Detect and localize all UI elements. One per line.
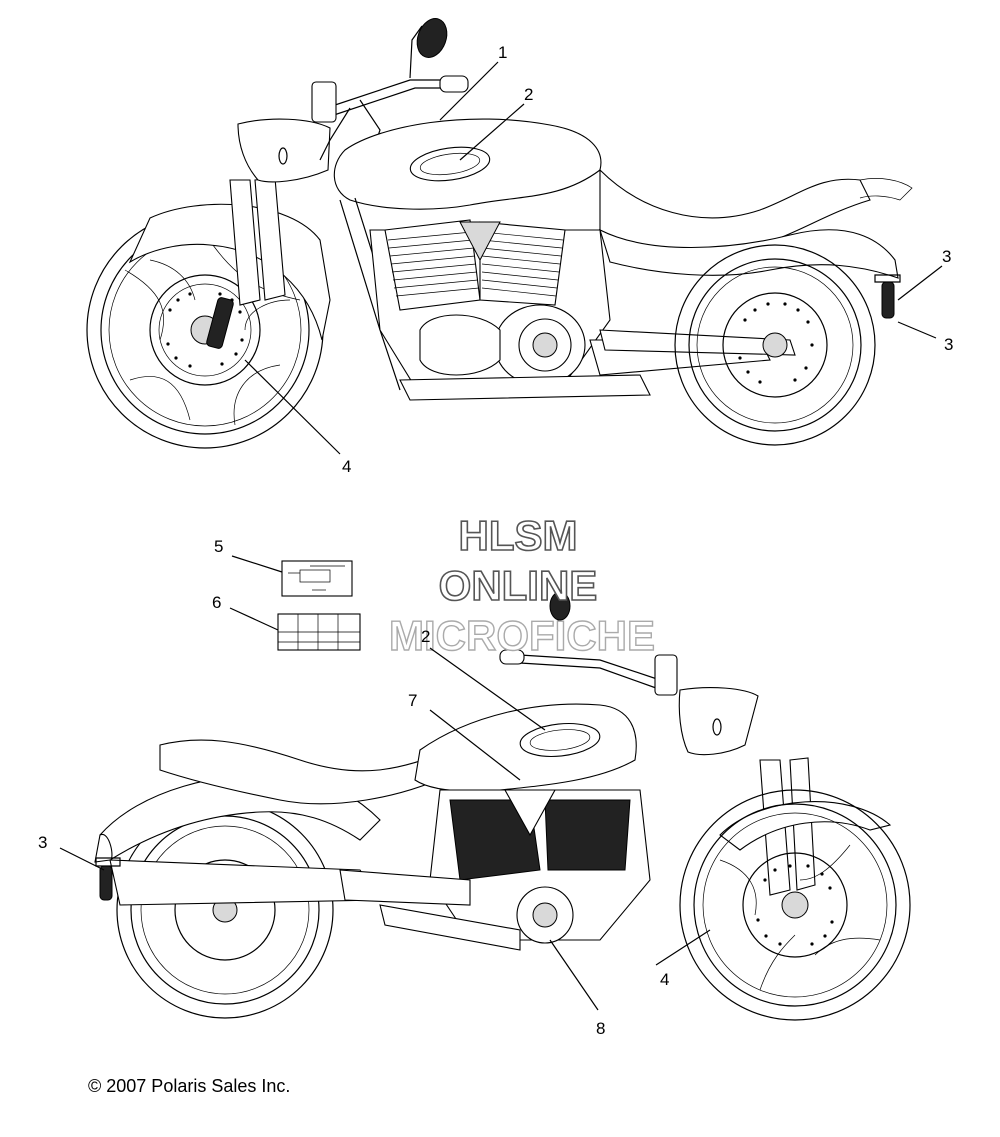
callout-6: 6 — [212, 593, 221, 612]
watermark-line-1: HLSM — [459, 512, 578, 559]
callout-4-bottom: 4 — [660, 970, 669, 989]
handlebar-top — [311, 18, 469, 161]
callout-3-top-b: 3 — [944, 335, 953, 354]
callout-4-top: 4 — [342, 457, 351, 476]
engine-bottom — [429, 789, 651, 944]
tank-decal-oval-top — [409, 146, 491, 182]
decal-6-label — [277, 613, 361, 651]
decal-5-label — [281, 560, 353, 597]
front-wheel-bottom — [679, 789, 911, 1021]
muffler-bottom — [109, 859, 382, 906]
motorcycle-top-view — [86, 18, 913, 449]
headlight-fairing-top — [237, 118, 331, 183]
callout-8: 8 — [596, 1019, 605, 1038]
watermark-line-2: ONLINE — [439, 562, 598, 609]
v-decal — [504, 789, 556, 837]
callout-3-bottom: 3 — [38, 833, 47, 852]
callouts: 1 2 3 3 4 5 6 2 7 3 4 8 — [38, 43, 953, 1038]
motorcycle-bottom-view — [94, 591, 911, 1021]
callout-3-top-a: 3 — [942, 247, 951, 266]
engine-top — [369, 219, 771, 401]
watermark-line-3: MICROFICHE — [389, 612, 655, 659]
tank-decal-oval-bottom — [519, 722, 601, 758]
callout-1: 1 — [498, 43, 507, 62]
watermark: HLSM ONLINE MICROFICHE — [388, 511, 655, 660]
rear-wheel-top — [674, 244, 876, 446]
callout-7: 7 — [408, 691, 417, 710]
callout-2-bottom: 2 — [421, 627, 430, 646]
front-fender-bottom — [719, 801, 892, 851]
leader-lines — [59, 61, 943, 1011]
handlebar-bottom — [499, 591, 678, 696]
headlight-fairing-bottom — [678, 687, 759, 756]
rear-fender-top — [599, 228, 899, 279]
reflector-decal-top — [881, 281, 895, 319]
callout-5: 5 — [214, 537, 223, 556]
copyright-notice: © 2007 Polaris Sales Inc. — [88, 1076, 291, 1096]
reflector-decal-bottom — [99, 865, 113, 901]
callout-2-top: 2 — [524, 85, 533, 104]
